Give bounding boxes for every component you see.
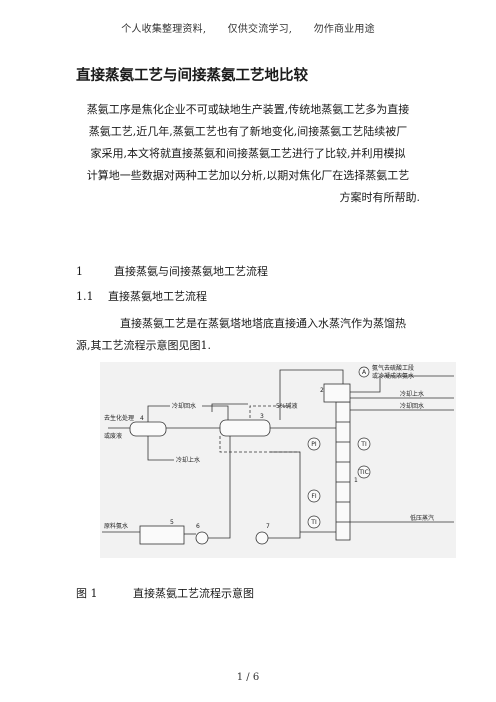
- intro-line-2: 蒸氨工艺,近几年,蒸氨工艺也有了新地变化,间接蒸氨工艺陆续被厂: [88, 125, 408, 138]
- label-steam: 低压蒸汽: [410, 514, 434, 522]
- raw-water-tank: [139, 525, 185, 545]
- equipment-number-3: 3: [260, 413, 264, 420]
- instrument-ti-2: TI: [310, 519, 317, 526]
- section-1-number: 1: [76, 265, 83, 278]
- label-ammonia-vapor: 氨气去硫酸工段: [372, 364, 414, 372]
- label-cool-return-right: 冷却回水: [400, 402, 424, 410]
- process-flow-diagram: A PI TI TIC FI TI 氨气去硫酸工段 或冷凝成浓氨水 冷却上水 冷…: [100, 362, 456, 558]
- body-line-1: 直接蒸氨工艺是在蒸氨塔地塔底直接通入水蒸汽作为蒸馏热: [120, 317, 406, 330]
- instrument-fi: FI: [311, 493, 316, 500]
- equipment-number-5: 5: [170, 519, 174, 526]
- intro-line-3: 家采用,本文将就直接蒸氨和间接蒸氨工艺进行了比较,并利用模拟: [90, 147, 406, 160]
- heat-exchanger-3: [219, 419, 271, 437]
- pump-7: [255, 531, 269, 545]
- page-number: 1 / 6: [236, 672, 260, 683]
- equipment-number-1: 1: [354, 477, 358, 484]
- instrument-a: A: [362, 369, 367, 376]
- figure-number: 图 1: [76, 587, 98, 600]
- label-raw-water: 原料氨水: [104, 522, 128, 530]
- intro-line-1: 蒸氨工序是焦化企业不可或缺地生产装置,传统地蒸氨工艺多为直接: [86, 103, 410, 116]
- header-part-1: 个人收集整理资料,: [121, 24, 207, 35]
- dephlegmator: [323, 383, 351, 403]
- label-cool-supply-right: 冷却上水: [400, 390, 424, 398]
- equipment-number-6: 6: [196, 523, 200, 530]
- page-header: 个人收集整理资料, 仅供交流学习, 勿作商业用途: [0, 20, 496, 35]
- label-wastewater: 去生化处理: [104, 414, 134, 422]
- section-1-1-title: 直接蒸氨地工艺流程: [108, 290, 207, 303]
- intro-line-5: 方案时有所帮助.: [339, 191, 421, 204]
- section-1-1-number: 1.1: [76, 290, 94, 303]
- instrument-pi: PI: [311, 441, 317, 448]
- label-alkali: 5%碱液: [276, 402, 298, 410]
- figure-caption-text: 直接蒸氨工艺流程示意图: [133, 587, 254, 600]
- equipment-number-2: 2: [320, 387, 324, 394]
- cooler-4: [129, 421, 167, 437]
- label-ammonia-vapor-2: 或冷凝成浓氨水: [372, 372, 414, 380]
- body-paragraph: 直接蒸氨工艺是在蒸氨塔地塔底直接通入水蒸汽作为蒸馏热 源,其工艺流程示意图见图1…: [76, 313, 420, 357]
- instrument-ti: TI: [360, 441, 367, 448]
- header-part-3: 勿作商业用途: [313, 24, 375, 35]
- figure-caption: 图 1 直接蒸氨工艺流程示意图: [76, 585, 254, 601]
- analyzer-instrument: [358, 366, 370, 378]
- body-line-2: 源,其工艺流程示意图见图1.: [76, 339, 211, 352]
- header-part-2: 仅供交流学习,: [227, 24, 293, 35]
- section-1-heading: 1 直接蒸氨与间接蒸氨地工艺流程: [76, 263, 268, 279]
- label-wastewater-2: 或废液: [104, 432, 122, 440]
- temperature-controller: [357, 465, 371, 479]
- temperature-indicator: [357, 437, 371, 451]
- equipment-number-7: 7: [266, 523, 270, 530]
- flow-indicator: [307, 489, 321, 503]
- intro-line-4: 计算地一些数据对两种工艺加以分析,以期对焦化厂在选择蒸氨工艺: [86, 169, 410, 182]
- section-1-title: 直接蒸氨与间接蒸氨地工艺流程: [114, 265, 268, 278]
- document-title: 直接蒸氨工艺与间接蒸氨工艺地比较: [76, 68, 308, 84]
- intro-paragraph: 蒸氨工序是焦化企业不可或缺地生产装置,传统地蒸氨工艺多为直接 蒸氨工艺,近几年,…: [76, 99, 420, 209]
- pump-6: [195, 531, 209, 545]
- section-1-1-heading: 1.1 直接蒸氨地工艺流程: [76, 288, 207, 304]
- equipment-number-4: 4: [140, 415, 144, 422]
- stripping-column: [335, 401, 351, 541]
- label-cool-supply: 冷却上水: [176, 456, 200, 464]
- label-cool-return: 冷却回水: [172, 402, 196, 410]
- temperature-indicator-2: [307, 515, 321, 529]
- instrument-tic: TIC: [358, 469, 369, 476]
- pressure-indicator: [307, 437, 321, 451]
